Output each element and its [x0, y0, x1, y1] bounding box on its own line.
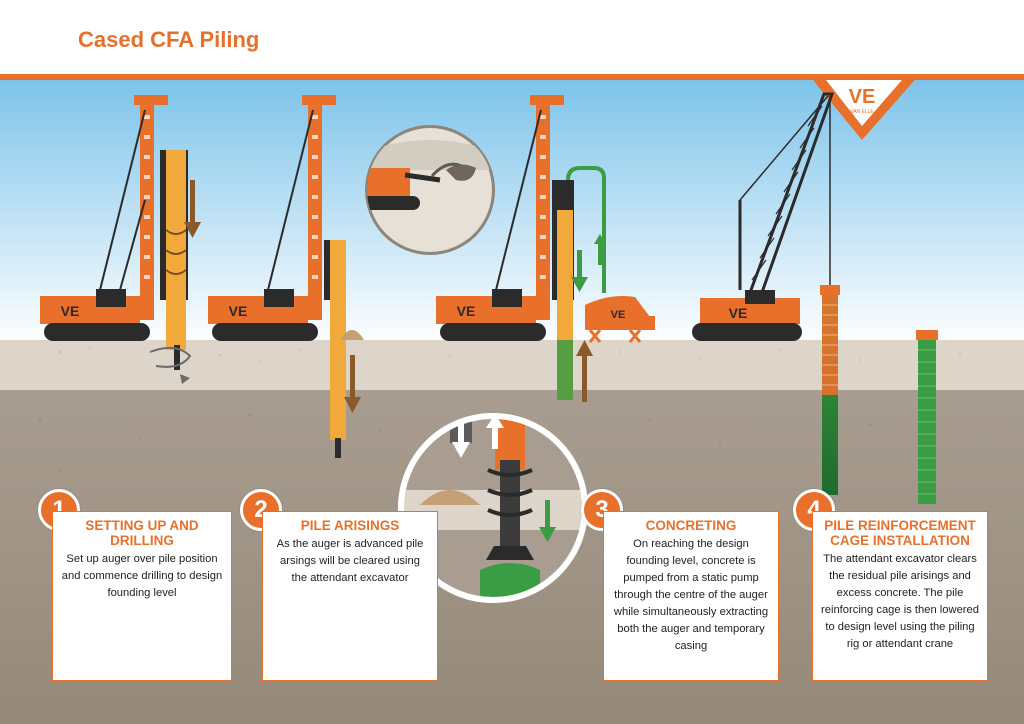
step-4-title: PILE REINFORCEMENT CAGE INSTALLATION — [824, 518, 976, 548]
arrow-down-icon — [452, 420, 470, 458]
piling-rig-2: VE — [208, 95, 364, 458]
piling-rig-3: VE VE — [436, 95, 655, 402]
ground-surface — [0, 340, 1024, 392]
piling-rig-1: VE — [40, 95, 201, 384]
arrow-down-icon — [184, 180, 201, 238]
step-4-text: The attendant excavator clears the resid… — [821, 553, 979, 650]
svg-text:VE: VE — [729, 305, 748, 321]
arrow-up-icon — [486, 416, 504, 449]
arrow-down-icon — [344, 355, 361, 413]
ground-texture — [58, 347, 962, 364]
step-1-title: SETTING UP AND DRILLING — [85, 518, 199, 548]
step-1-text: Set up auger over pile position and comm… — [61, 553, 223, 599]
step-1-box: SETTING UP AND DRILLING Set up auger ove… — [52, 511, 232, 681]
step-3-box: CONCRETING On reaching the design foundi… — [603, 511, 779, 681]
header-stripe — [0, 74, 1024, 80]
svg-text:VE: VE — [457, 303, 476, 319]
svg-text:VE: VE — [611, 309, 626, 321]
step-2-title: PILE ARISINGS — [300, 518, 400, 533]
completed-pile — [916, 330, 938, 504]
subsoil-texture — [38, 413, 992, 472]
excavator-detail-circle — [365, 125, 495, 255]
arrow-down-icon — [571, 250, 588, 292]
arrow-down-icon — [539, 500, 556, 542]
step-3-title: CONCRETING — [645, 518, 737, 533]
svg-text:VE: VE — [61, 303, 80, 319]
step-4-box: PILE REINFORCEMENT CAGE INSTALLATION The… — [812, 511, 988, 681]
svg-text:VE: VE — [849, 86, 876, 108]
step-3-badge: 3 — [581, 489, 623, 531]
van-elle-logo: VE VAN ELLE — [808, 74, 920, 140]
page-title: Cased CFA Piling — [78, 27, 260, 52]
crawler-crane: VE — [692, 92, 840, 495]
step-2-box: PILE ARISINGS As the auger is advanced p… — [262, 511, 438, 681]
svg-text:VE: VE — [229, 303, 248, 319]
logo-text: VAN ELLE — [850, 109, 874, 115]
rotation-icon — [149, 346, 192, 368]
arrow-up-icon — [594, 234, 606, 265]
step-2-text: As the auger is advanced pile arsings wi… — [276, 538, 424, 584]
step-3-text: On reaching the design founding level, c… — [613, 538, 769, 652]
arrow-up-icon — [576, 340, 593, 402]
